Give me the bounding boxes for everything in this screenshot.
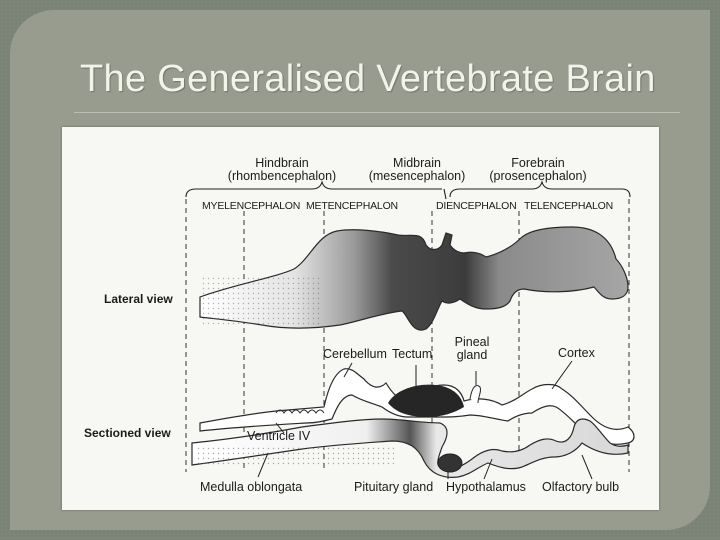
tectum-shape [388, 384, 464, 417]
cerebellum-folds [275, 409, 325, 414]
pineal-label-line-1: Pineal [454, 335, 490, 349]
myelencephalon-label: MYELENCEPHALON [202, 200, 301, 212]
forebrain-label: Forebrain (prosencephalon) [478, 156, 598, 184]
lateral-view-brain [199, 226, 629, 331]
lateral-stipple [202, 277, 322, 327]
diencephalon-label: DIENCEPHALON [436, 200, 517, 212]
pituitary-label: Pituitary gland [354, 480, 434, 494]
pineal-stalk [469, 385, 482, 404]
sectioned-floor [191, 418, 629, 478]
pointer-medulla [257, 452, 269, 478]
hindbrain-label: Hindbrain (rhombencephalon) [222, 156, 342, 184]
cerebellum-label: Cerebellum [323, 347, 387, 361]
pointer-cortex [551, 360, 573, 390]
forebrain-alt-name: (prosencephalon) [489, 169, 587, 184]
telencephalon-label: TELENCEPHALON [524, 200, 614, 212]
sectioned-view-brain [191, 368, 635, 478]
sectioned-view-label: Sectioned view [84, 426, 171, 440]
forebrain-name: Forebrain [511, 156, 565, 170]
pineal-gland-label: Pineal gland [452, 335, 492, 363]
lateral-view-label: Lateral view [104, 292, 173, 306]
floor-stipple [194, 445, 394, 467]
hindbrain-alt-name: (rhombencephalon) [227, 169, 337, 184]
brain-diagram-svg [185, 180, 635, 480]
slide-title: The Generalised Vertebrate Brain [80, 58, 656, 100]
pointer-hypothalamus [483, 458, 493, 480]
title-divider [74, 112, 680, 113]
medulla-label: Medulla oblongata [200, 480, 303, 494]
midbrain-alt-name: (mesencephalon) [368, 169, 466, 184]
pituitary-shape [437, 453, 463, 473]
hindbrain-name: Hindbrain [255, 156, 309, 170]
hindbrain-bracket [185, 180, 442, 198]
midbrain-label: Midbrain (mesencephalon) [362, 156, 472, 184]
midbrain-bracket-tick [443, 188, 447, 200]
tectum-label: Tectum [392, 347, 433, 361]
midbrain-name: Midbrain [393, 156, 441, 170]
pointer-ventricle [275, 422, 285, 434]
cortex-label: Cortex [558, 346, 595, 360]
forebrain-bracket [449, 180, 631, 198]
pineal-label-line-2: gland [456, 348, 488, 363]
brain-diagram: Hindbrain (rhombencephalon) Midbrain (me… [62, 127, 659, 510]
ventricle-label: Ventricle IV [247, 429, 311, 443]
division-brackets [185, 180, 631, 200]
metencephalon-label: METENCEPHALON [306, 200, 398, 212]
pointer-olfactory [581, 454, 593, 480]
hypothalamus-label: Hypothalamus [446, 480, 526, 494]
pointer-lines [257, 360, 593, 480]
pointer-cerebellum [343, 362, 353, 378]
olfactory-bulb-label: Olfactory bulb [542, 480, 620, 494]
